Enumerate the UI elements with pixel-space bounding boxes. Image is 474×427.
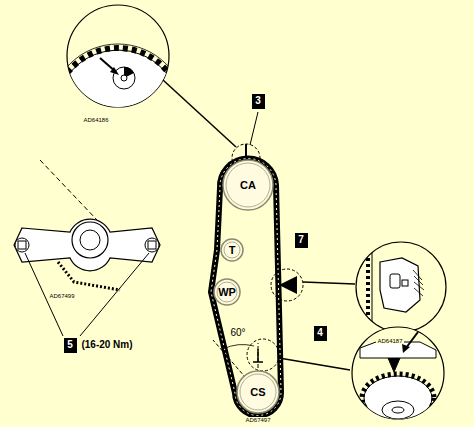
leader-line bbox=[163, 80, 260, 172]
tensioner-bracket bbox=[15, 238, 159, 252]
tensioner-bracket bbox=[72, 222, 108, 258]
crankshaft-detail bbox=[352, 327, 444, 422]
angle-marker bbox=[223, 345, 254, 349]
timing-belt bbox=[211, 158, 281, 415]
pulley-hub bbox=[224, 242, 240, 258]
angle-marker bbox=[279, 358, 350, 370]
callout-number: 7 bbox=[295, 233, 308, 248]
tensioner-marker bbox=[271, 269, 355, 301]
angle-marker bbox=[253, 349, 263, 362]
pulley-rim bbox=[237, 371, 279, 413]
crankshaft-detail bbox=[388, 358, 400, 372]
crankshaft-detail bbox=[362, 374, 434, 422]
crankshaft-pulley: CS bbox=[236, 370, 280, 414]
tensioner-bracket bbox=[14, 160, 160, 336]
callout-number: 4 bbox=[314, 326, 327, 341]
leader-line bbox=[163, 80, 236, 147]
angle-value: 60° bbox=[229, 328, 246, 338]
camshaft-detail bbox=[121, 75, 127, 81]
callout-number: 5 bbox=[64, 338, 77, 353]
callout-number: 3 bbox=[252, 94, 265, 109]
tensioner-detail bbox=[368, 240, 424, 335]
pulley-name: CA bbox=[240, 180, 256, 191]
tensioner-bracket bbox=[14, 219, 160, 271]
pulley-hub bbox=[217, 282, 237, 302]
leader-line bbox=[250, 112, 258, 145]
tensioner-bracket bbox=[148, 241, 156, 249]
tensioner-bracket bbox=[15, 238, 29, 252]
callout-number: 5 bbox=[67, 340, 73, 350]
tensioner-bracket bbox=[80, 230, 100, 250]
callout-number: 7 bbox=[298, 235, 304, 245]
camshaft-detail bbox=[54, 48, 182, 176]
pulley-rim bbox=[223, 160, 273, 210]
torque-value: (16-20 Nm) bbox=[80, 340, 133, 350]
callout-number: 3 bbox=[255, 96, 261, 106]
pulley-rim bbox=[214, 279, 240, 305]
pulley-name: WP bbox=[218, 287, 236, 298]
figure-code: AD67499 bbox=[48, 293, 75, 299]
crankshaft-detail bbox=[392, 407, 404, 413]
callout-number: 4 bbox=[317, 328, 323, 338]
figure-code: AD67497 bbox=[244, 417, 271, 423]
tensioner-marker bbox=[279, 276, 297, 294]
tensioner-bracket bbox=[18, 241, 26, 249]
tensioner-detail bbox=[372, 240, 373, 335]
camshaft-detail bbox=[50, 44, 186, 180]
pulley-name: T bbox=[229, 245, 236, 256]
pulley-hub bbox=[226, 163, 270, 207]
angle-marker bbox=[213, 339, 350, 392]
tensioner-detail bbox=[380, 258, 420, 312]
camshaft-detail bbox=[110, 67, 119, 75]
tensioner-bracket bbox=[80, 253, 149, 336]
tensioner-pulley: T bbox=[220, 238, 244, 262]
crankshaft-detail bbox=[382, 401, 414, 419]
timing-belt bbox=[211, 158, 281, 415]
angle-marker bbox=[247, 339, 279, 371]
camshaft-pulley: CA bbox=[222, 159, 274, 211]
figure-code: AD64187 bbox=[376, 338, 403, 344]
pulley-rim bbox=[221, 239, 243, 261]
timing-belt bbox=[211, 158, 281, 415]
tensioner-marker bbox=[303, 282, 355, 284]
pulley-hub bbox=[240, 374, 276, 410]
pulley-name: CS bbox=[250, 387, 265, 398]
camshaft-detail bbox=[50, 5, 186, 180]
tensioner-detail bbox=[366, 240, 370, 335]
figure-code: AD64186 bbox=[82, 117, 109, 123]
tensioner-detail bbox=[413, 270, 424, 296]
crankshaft-detail bbox=[360, 332, 436, 422]
crankshaft-detail bbox=[402, 344, 410, 353]
leader-line bbox=[245, 144, 247, 157]
tensioner-detail bbox=[402, 280, 408, 286]
tensioner-bracket bbox=[58, 262, 120, 290]
camshaft-detail bbox=[50, 44, 186, 180]
crankshaft-detail bbox=[406, 332, 418, 348]
tensioner-marker bbox=[271, 269, 303, 301]
crankshaft-detail bbox=[360, 342, 436, 358]
camshaft-detail bbox=[113, 67, 135, 89]
tensioner-bracket bbox=[145, 238, 159, 252]
tensioner-detail bbox=[356, 240, 446, 335]
water-pump-pulley: WP bbox=[213, 278, 241, 306]
tensioner-detail bbox=[390, 274, 400, 288]
